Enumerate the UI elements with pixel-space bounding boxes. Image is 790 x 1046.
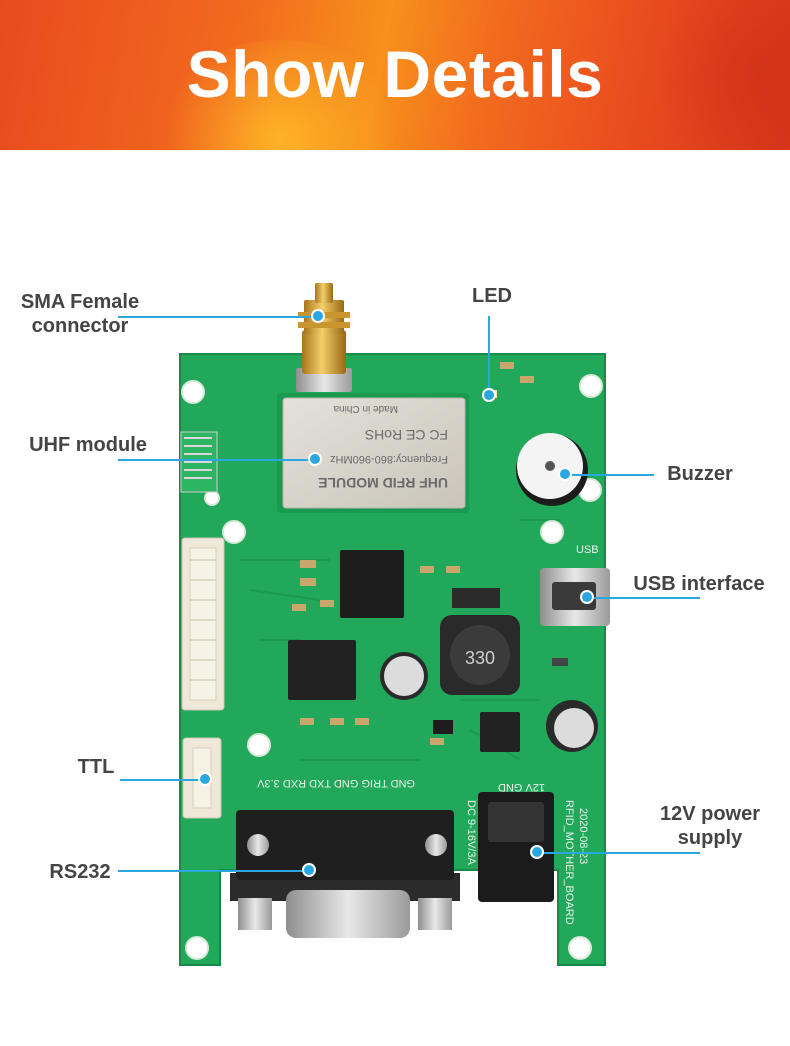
callout-power-line1: 12V power	[659, 803, 761, 825]
j5-connector	[181, 537, 225, 711]
callout-sma: SMA Female connector	[14, 290, 146, 338]
callout-ttl: TTL	[77, 756, 115, 778]
sma-connector	[296, 283, 352, 392]
svg-text:2020-08-23: 2020-08-23	[577, 808, 589, 864]
callout-buzzer: Buzzer	[667, 463, 733, 485]
callout-buzzer-dot	[558, 467, 572, 481]
svg-text:USB: USB	[576, 544, 599, 556]
svg-text:RFID_MOTHER_BOARD: RFID_MOTHER_BOARD	[563, 800, 575, 925]
callout-power-dot	[530, 845, 544, 859]
callout-ttl-line	[120, 779, 204, 781]
callout-led-dot	[482, 388, 496, 402]
fpc-connector	[180, 431, 218, 493]
inductor: 330	[440, 615, 520, 695]
callout-led: LED	[472, 285, 512, 307]
silkscreen: RFID_MOTHER_BOARD 2020-08-23 DC 9-16V/3A…	[256, 544, 598, 925]
callout-rs232: RS232	[49, 861, 111, 883]
callout-usb-line	[588, 597, 700, 599]
callout-sma-line1: SMA Female	[20, 291, 140, 313]
dc-jack	[478, 792, 554, 902]
banner-shade	[660, 0, 790, 150]
header-banner: Show Details	[0, 0, 790, 150]
svg-text:12V GND: 12V GND	[498, 781, 545, 793]
svg-text:FC CE RoHS: FC CE RoHS	[365, 427, 448, 443]
banner-title: Show Details	[186, 37, 604, 111]
callout-power-line2: supply	[677, 827, 743, 849]
callout-uhf: UHF module	[29, 434, 147, 456]
callout-sma-line	[118, 316, 318, 318]
svg-text:UHF RFID MODULE: UHF RFID MODULE	[318, 475, 448, 491]
callout-usb-dot	[580, 590, 594, 604]
callout-rs232-dot	[302, 863, 316, 877]
svg-text:GND TRIG GND TXD RXD 3.3V: GND TRIG GND TXD RXD 3.3V	[256, 777, 415, 789]
svg-text:DC 9-16V/3A: DC 9-16V/3A	[465, 800, 477, 865]
buzzer	[516, 433, 588, 506]
callout-sma-line2: connector	[31, 315, 129, 337]
callout-power: 12V power supply	[644, 802, 776, 850]
callout-sma-dot	[311, 309, 325, 323]
callout-power-line	[540, 852, 700, 854]
rs232-connector	[230, 810, 460, 938]
svg-text:Made in China: Made in China	[333, 403, 398, 414]
uhf-module: UHF RFID MODULE Frequency:860-960MHz FC …	[277, 393, 469, 513]
callout-uhf-line	[118, 459, 314, 461]
callout-usb: USB interface	[633, 573, 765, 595]
callout-ttl-dot	[198, 772, 212, 786]
callout-led-line	[488, 316, 490, 396]
svg-text:Frequency:860-960MHz: Frequency:860-960MHz	[330, 453, 448, 465]
ic-chips	[288, 550, 520, 752]
callout-uhf-dot	[308, 452, 322, 466]
svg-text:330: 330	[465, 648, 495, 668]
callout-buzzer-line	[566, 474, 654, 476]
callout-rs232-line	[118, 870, 308, 872]
capacitors	[380, 652, 598, 752]
